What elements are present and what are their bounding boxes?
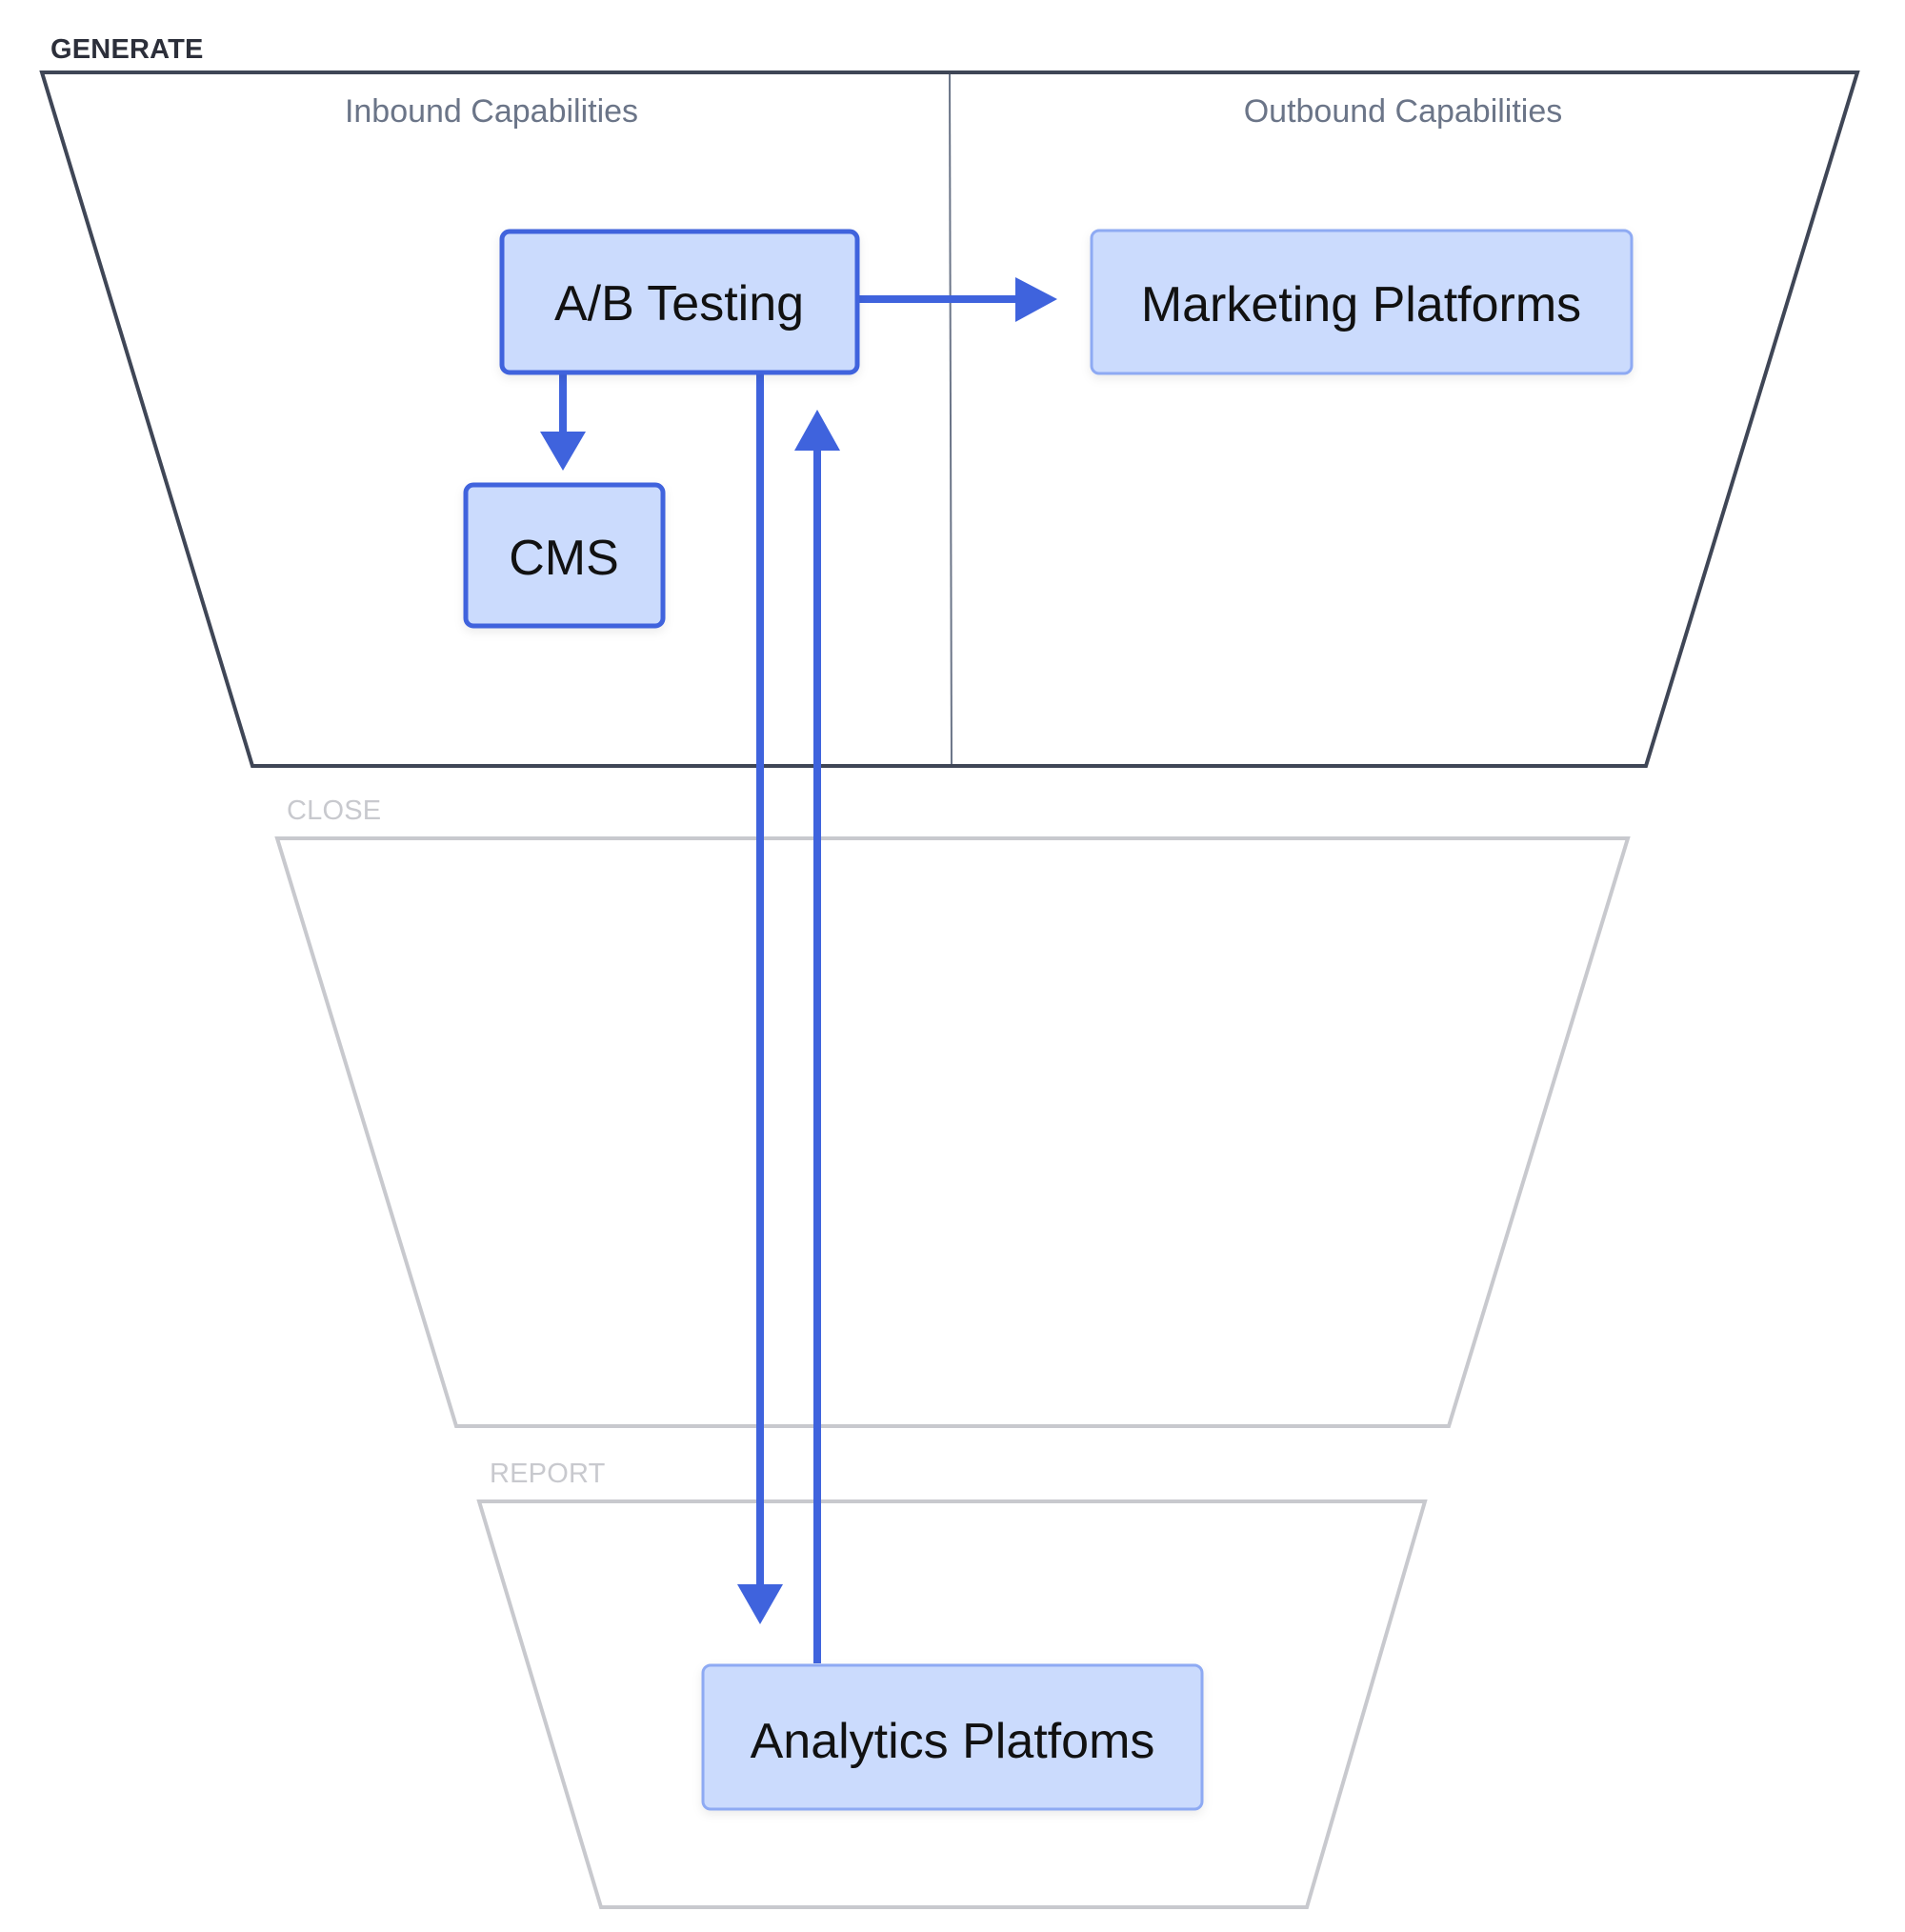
edge-ab-testing-to-analytics-platforms[interactable]	[737, 373, 783, 1624]
node-label: CMS	[509, 531, 619, 586]
arrowhead-down-icon	[737, 1584, 783, 1624]
node-cms[interactable]: CMS	[463, 482, 666, 629]
node-label: Analytics Platfoms	[751, 1714, 1155, 1769]
stage-label-report: REPORT	[490, 1459, 606, 1489]
column-divider	[949, 73, 952, 765]
arrowhead-down-icon	[540, 432, 586, 471]
node-label: Marketing Platforms	[1141, 277, 1581, 332]
edge-ab-testing-to-cms[interactable]	[540, 373, 586, 471]
column-label-inbound: Inbound Capabilities	[345, 93, 638, 130]
arrowhead-up-icon	[794, 410, 840, 451]
stage-report: REPORT	[476, 1459, 1428, 1909]
node-label: A/B Testing	[554, 276, 804, 332]
edges	[540, 277, 1057, 1663]
funnel-stage-report-outline	[476, 1499, 1428, 1909]
stage-label-close: CLOSE	[287, 795, 381, 826]
stage-close: CLOSE	[274, 795, 1631, 1428]
node-marketing-platforms[interactable]: Marketing Platforms	[1090, 229, 1634, 375]
funnel-stage-generate-outline	[39, 70, 1860, 768]
edge-ab-testing-to-marketing-platforms[interactable]	[857, 277, 1057, 322]
stage-label-generate: GENERATE	[50, 34, 204, 65]
arrowhead-right-icon	[1015, 277, 1057, 322]
edge-analytics-platforms-to-ab-testing[interactable]	[794, 410, 840, 1663]
node-analytics-platforms[interactable]: Analytics Platfoms	[701, 1663, 1204, 1811]
node-ab-testing[interactable]: A/B Testing	[499, 229, 860, 375]
column-label-outbound: Outbound Capabilities	[1244, 93, 1563, 130]
stage-generate: GENERATE Inbound Capabilities Outbound C…	[39, 34, 1860, 768]
funnel-stage-close-outline	[274, 836, 1631, 1428]
